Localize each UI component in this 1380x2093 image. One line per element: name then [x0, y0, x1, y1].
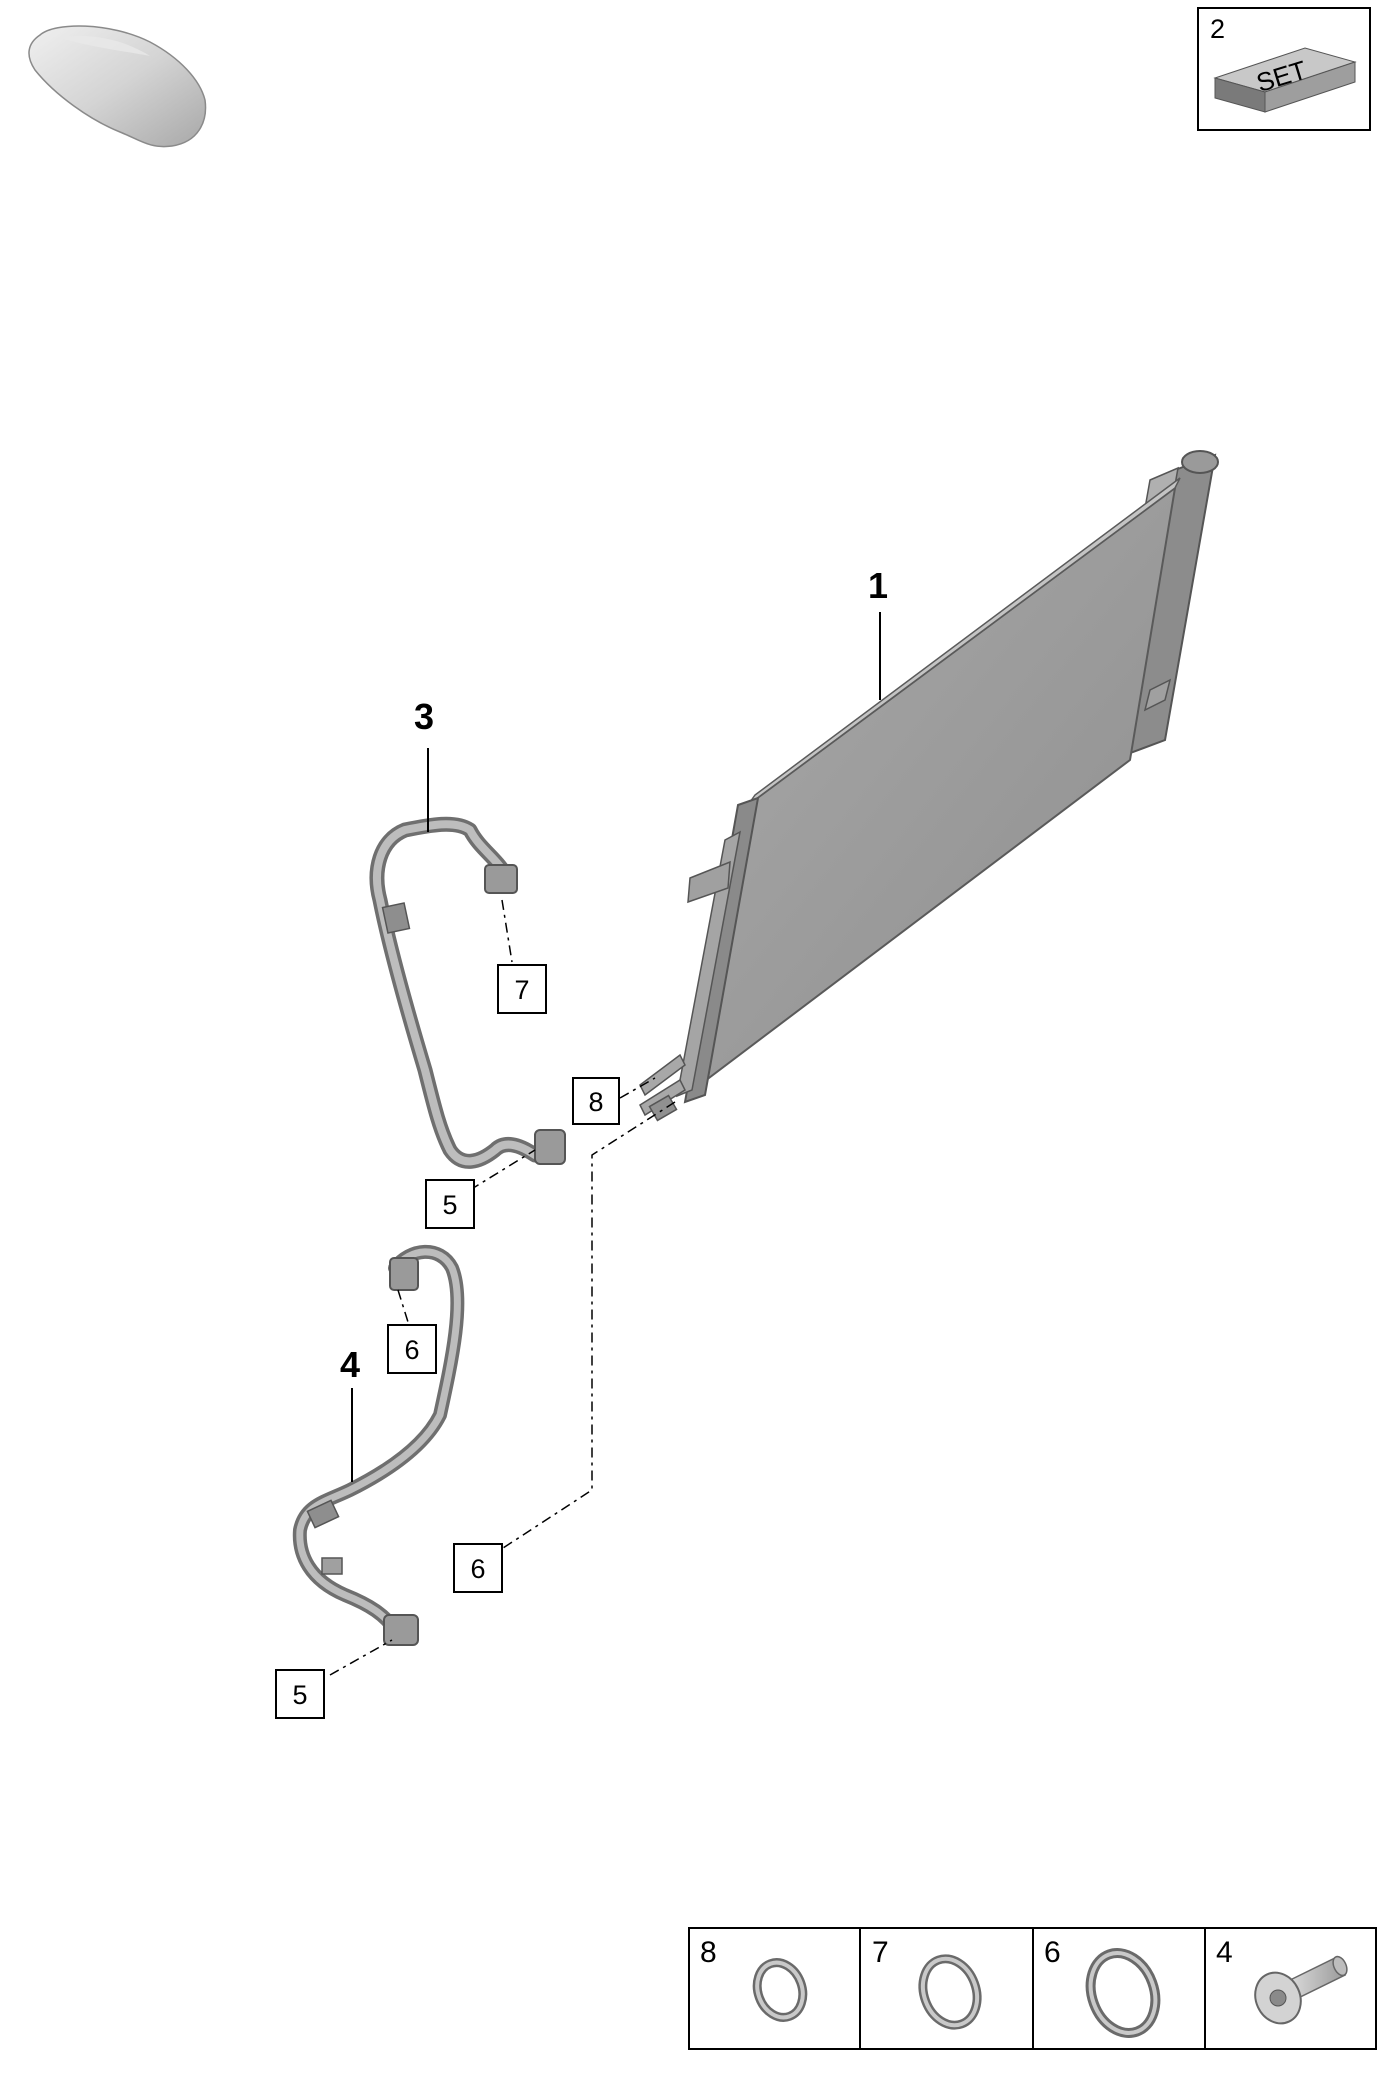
- legend-cell-4: 4: [1216, 1936, 1348, 2025]
- leader-lines: [329, 612, 881, 1676]
- callout-7: 7: [497, 964, 547, 1014]
- legend-cell-7: 7: [872, 1936, 982, 2030]
- part-number-4: 4: [340, 1344, 360, 1385]
- callout-8: 8: [572, 1077, 620, 1125]
- callout-5-upper: 5: [425, 1179, 475, 1229]
- callout-6-upper: 6: [387, 1324, 437, 1374]
- svg-text:5: 5: [442, 1190, 457, 1220]
- svg-text:6: 6: [470, 1554, 485, 1584]
- condenser: [639, 450, 1219, 1122]
- svg-text:8: 8: [588, 1087, 603, 1117]
- medium-o-ring-icon: [918, 1954, 982, 2030]
- part-number-1: 1: [868, 565, 888, 606]
- svg-text:8: 8: [700, 1936, 717, 1969]
- svg-text:7: 7: [872, 1936, 889, 1969]
- legend-cell-8: 8: [700, 1936, 808, 2022]
- callout-6-lower: 6: [453, 1543, 503, 1593]
- set-badge-icon: SET: [1213, 47, 1357, 113]
- legend-cell-6: 6: [1044, 1936, 1161, 2038]
- refrigerant-line-upper: [369, 816, 566, 1169]
- set-kit-number: 2: [1210, 14, 1225, 44]
- callout-5-lower: 5: [275, 1669, 325, 1719]
- svg-text:4: 4: [1216, 1936, 1233, 1969]
- screw-icon: [1254, 1955, 1348, 2025]
- vehicle-silhouette-icon: [28, 25, 207, 148]
- refrigerant-line-lower: [292, 1244, 465, 1646]
- svg-text:6: 6: [1044, 1936, 1061, 1969]
- svg-text:5: 5: [292, 1680, 307, 1710]
- svg-text:7: 7: [514, 975, 529, 1005]
- set-kit-box: 2 SET: [1197, 7, 1371, 131]
- parts-legend: 8 7 6 4: [688, 1927, 1377, 2050]
- part-number-3: 3: [414, 696, 434, 737]
- large-o-ring-icon: [1085, 1948, 1161, 2038]
- svg-text:6: 6: [404, 1335, 419, 1365]
- small-o-ring-icon: [752, 1958, 808, 2022]
